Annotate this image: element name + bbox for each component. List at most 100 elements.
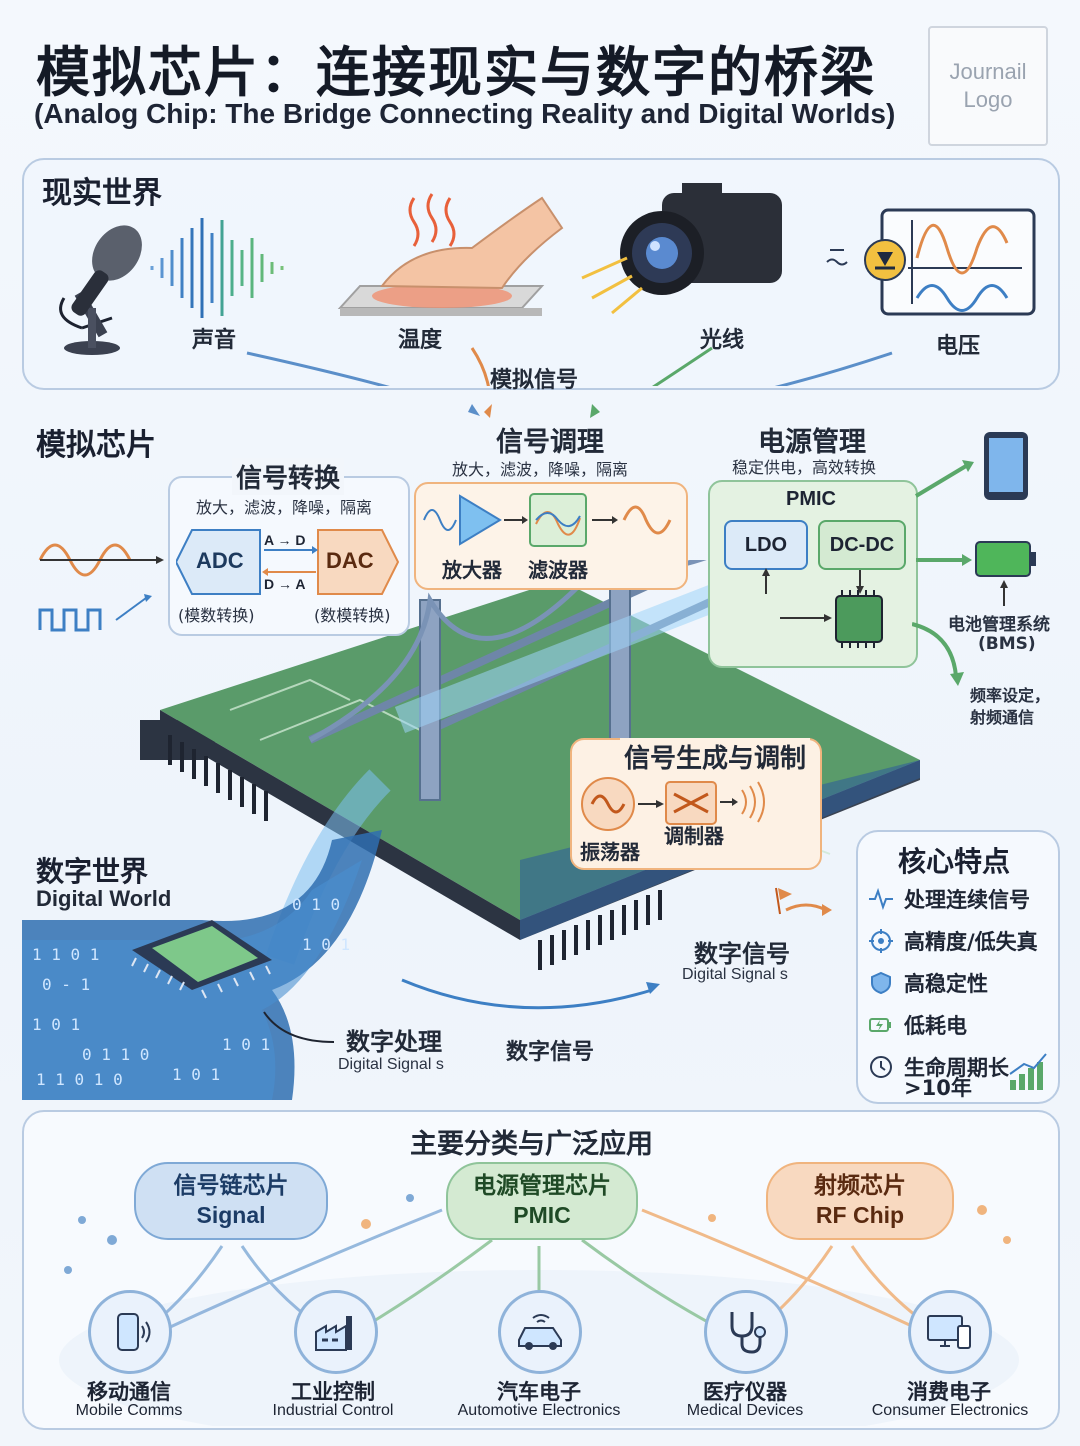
dcdc-block: DC-DC	[818, 520, 906, 570]
filter-label: 滤波器	[528, 558, 588, 582]
a-to-d-label: A → D	[264, 532, 306, 548]
journal-logo: Journail Logo	[928, 26, 1048, 146]
app-label-en: Medical Devices	[686, 1402, 804, 1419]
adc-dac-blocks	[176, 529, 400, 595]
chip-cn: 射频芯片	[814, 1173, 906, 1199]
app-label-en: Mobile Comms	[75, 1402, 183, 1419]
chip-cn: 信号链芯片	[173, 1173, 289, 1199]
app-label-en: Industrial Control	[272, 1402, 394, 1419]
microphone-icon	[59, 225, 142, 355]
feature-list: 处理连续信号 高精度/低失真 高稳定性 低耗电 生命周期长	[868, 884, 1038, 1082]
lifecycle-suffix: >10年	[904, 1076, 972, 1100]
modulator-label: 调制器	[664, 824, 724, 848]
adc-label: ADC	[196, 548, 244, 573]
feature-lifecycle: 生命周期长	[868, 1052, 1038, 1082]
pmic-label: PMIC	[786, 488, 836, 510]
signal-conversion-desc: 放大，滤波，降噪，隔离	[196, 498, 373, 517]
rf-chip-pill: 射频芯片 RF Chip	[766, 1162, 954, 1240]
feature-continuous: 处理连续信号	[868, 884, 1038, 914]
digital-chip-icon	[131, 920, 272, 999]
growth-chart-icon	[1009, 1053, 1047, 1090]
feature-label: 生命周期长	[904, 1056, 1009, 1080]
digital-processing-en: Digital Signal s	[338, 1056, 444, 1073]
shield-icon	[871, 971, 891, 995]
d-to-a-label: D → A	[264, 576, 306, 592]
monitor-icon	[927, 1315, 971, 1349]
core-features-panel	[856, 830, 1060, 1104]
signal-conditioning-desc: 放大，滤波，降噪，隔离	[452, 460, 629, 479]
factory-icon	[315, 1316, 352, 1351]
feature-low-power: 低耗电	[868, 1010, 1038, 1040]
item-label-temperature: 温度	[398, 328, 443, 353]
input-signal-waves	[38, 543, 164, 632]
digital-signal-right-en: Digital Signal s	[682, 966, 788, 983]
voltage-scope-icon	[826, 208, 1036, 316]
bms-label-line2: (BMS)	[978, 634, 1036, 654]
digital-processing-cn: 数字处理	[346, 1028, 442, 1056]
categories-title: 主要分类与广泛应用	[410, 1129, 653, 1160]
pmic-chip-pill: 电源管理芯片 PMIC	[446, 1162, 638, 1240]
camera-icon	[581, 183, 782, 315]
core-features-title: 核心特点	[898, 845, 1011, 878]
real-world-label: 现实世界	[42, 176, 162, 211]
app-consumer	[908, 1290, 992, 1374]
signal-conversion-title: 信号转换	[232, 458, 345, 495]
feature-label: 低耗电	[904, 1014, 967, 1038]
item-label-light: 光线	[700, 328, 745, 353]
svg-text:0 - 1: 0 - 1	[42, 975, 90, 994]
page-subtitle: (Analog Chip: The Bridge Connecting Real…	[34, 98, 896, 129]
digital-signal-label: 数字信号	[506, 1040, 595, 1065]
amplifier-label: 放大器	[442, 558, 502, 582]
chip-en: RF Chip	[815, 1202, 905, 1228]
real-world-illustrations	[59, 183, 1036, 386]
power-management-title: 电源管理	[758, 427, 866, 458]
feature-label: 高稳定性	[904, 972, 988, 996]
car-icon	[518, 1314, 562, 1350]
analog-flow-arrows	[468, 404, 600, 418]
digital-signal-right-cn: 数字信号	[694, 940, 790, 968]
sound-wave-icon	[150, 218, 284, 318]
app-label-en: Consumer Electronics	[871, 1402, 1029, 1419]
svg-text:0 1 0: 0 1 0	[292, 895, 340, 914]
rf-label-line1: 频率设定，	[970, 686, 1051, 705]
clock-icon	[870, 1056, 892, 1078]
app-label-cn: 移动通信	[87, 1380, 171, 1404]
app-label-cn: 工业控制	[291, 1380, 375, 1404]
analog-chip-label: 模拟芯片	[36, 428, 156, 463]
signal-chain-chip-pill: 信号链芯片 Signal	[134, 1162, 328, 1240]
svg-text:1 1 0 1: 1 1 0 1	[32, 945, 99, 964]
pulse-icon	[869, 887, 893, 911]
power-output-arrows	[912, 432, 1036, 686]
chip-en: PMIC	[513, 1202, 571, 1228]
battery-bolt-icon	[869, 1018, 891, 1032]
app-label-en: Automotive Electronics	[457, 1402, 621, 1419]
feature-stability: 高稳定性	[868, 968, 1038, 998]
svg-text:1 0 1: 1 0 1	[222, 1035, 270, 1054]
svg-text:0 1 1 0: 0 1 1 0	[82, 1045, 149, 1064]
svg-text:1 1 0 1 0: 1 1 0 1 0	[36, 1070, 123, 1089]
feature-precision: 高精度/低失真	[868, 926, 1038, 956]
signal-generation-title: 信号生成与调制	[620, 738, 811, 775]
ldo-block: LDO	[724, 520, 808, 570]
oscillator-label: 振荡器	[580, 840, 640, 864]
item-label-voltage: 电压	[936, 334, 981, 359]
adc-caption: (模数转换)	[178, 606, 255, 625]
chip-cn: 电源管理芯片	[473, 1173, 611, 1199]
amp-filter-blocks	[423, 493, 672, 547]
phone-icon	[117, 1313, 151, 1351]
svg-text:1 0 1: 1 0 1	[32, 1015, 80, 1034]
feature-label: 处理连续信号	[904, 888, 1030, 912]
app-industrial	[294, 1290, 378, 1374]
hand-heat-icon	[337, 193, 564, 316]
app-medical	[704, 1290, 788, 1374]
svg-text:1 0 1: 1 0 1	[302, 935, 350, 954]
app-automotive	[498, 1290, 582, 1374]
rf-label-line2: 射频通信	[970, 708, 1035, 727]
target-icon	[869, 929, 893, 953]
bms-label-line1: 电池管理系统	[948, 615, 1050, 635]
signal-conditioning-title: 信号调理	[496, 427, 604, 458]
pmic-chip-icon	[762, 568, 883, 648]
analog-signal-label: 模拟信号	[490, 368, 579, 393]
feature-label: 高精度/低失真	[904, 930, 1038, 954]
